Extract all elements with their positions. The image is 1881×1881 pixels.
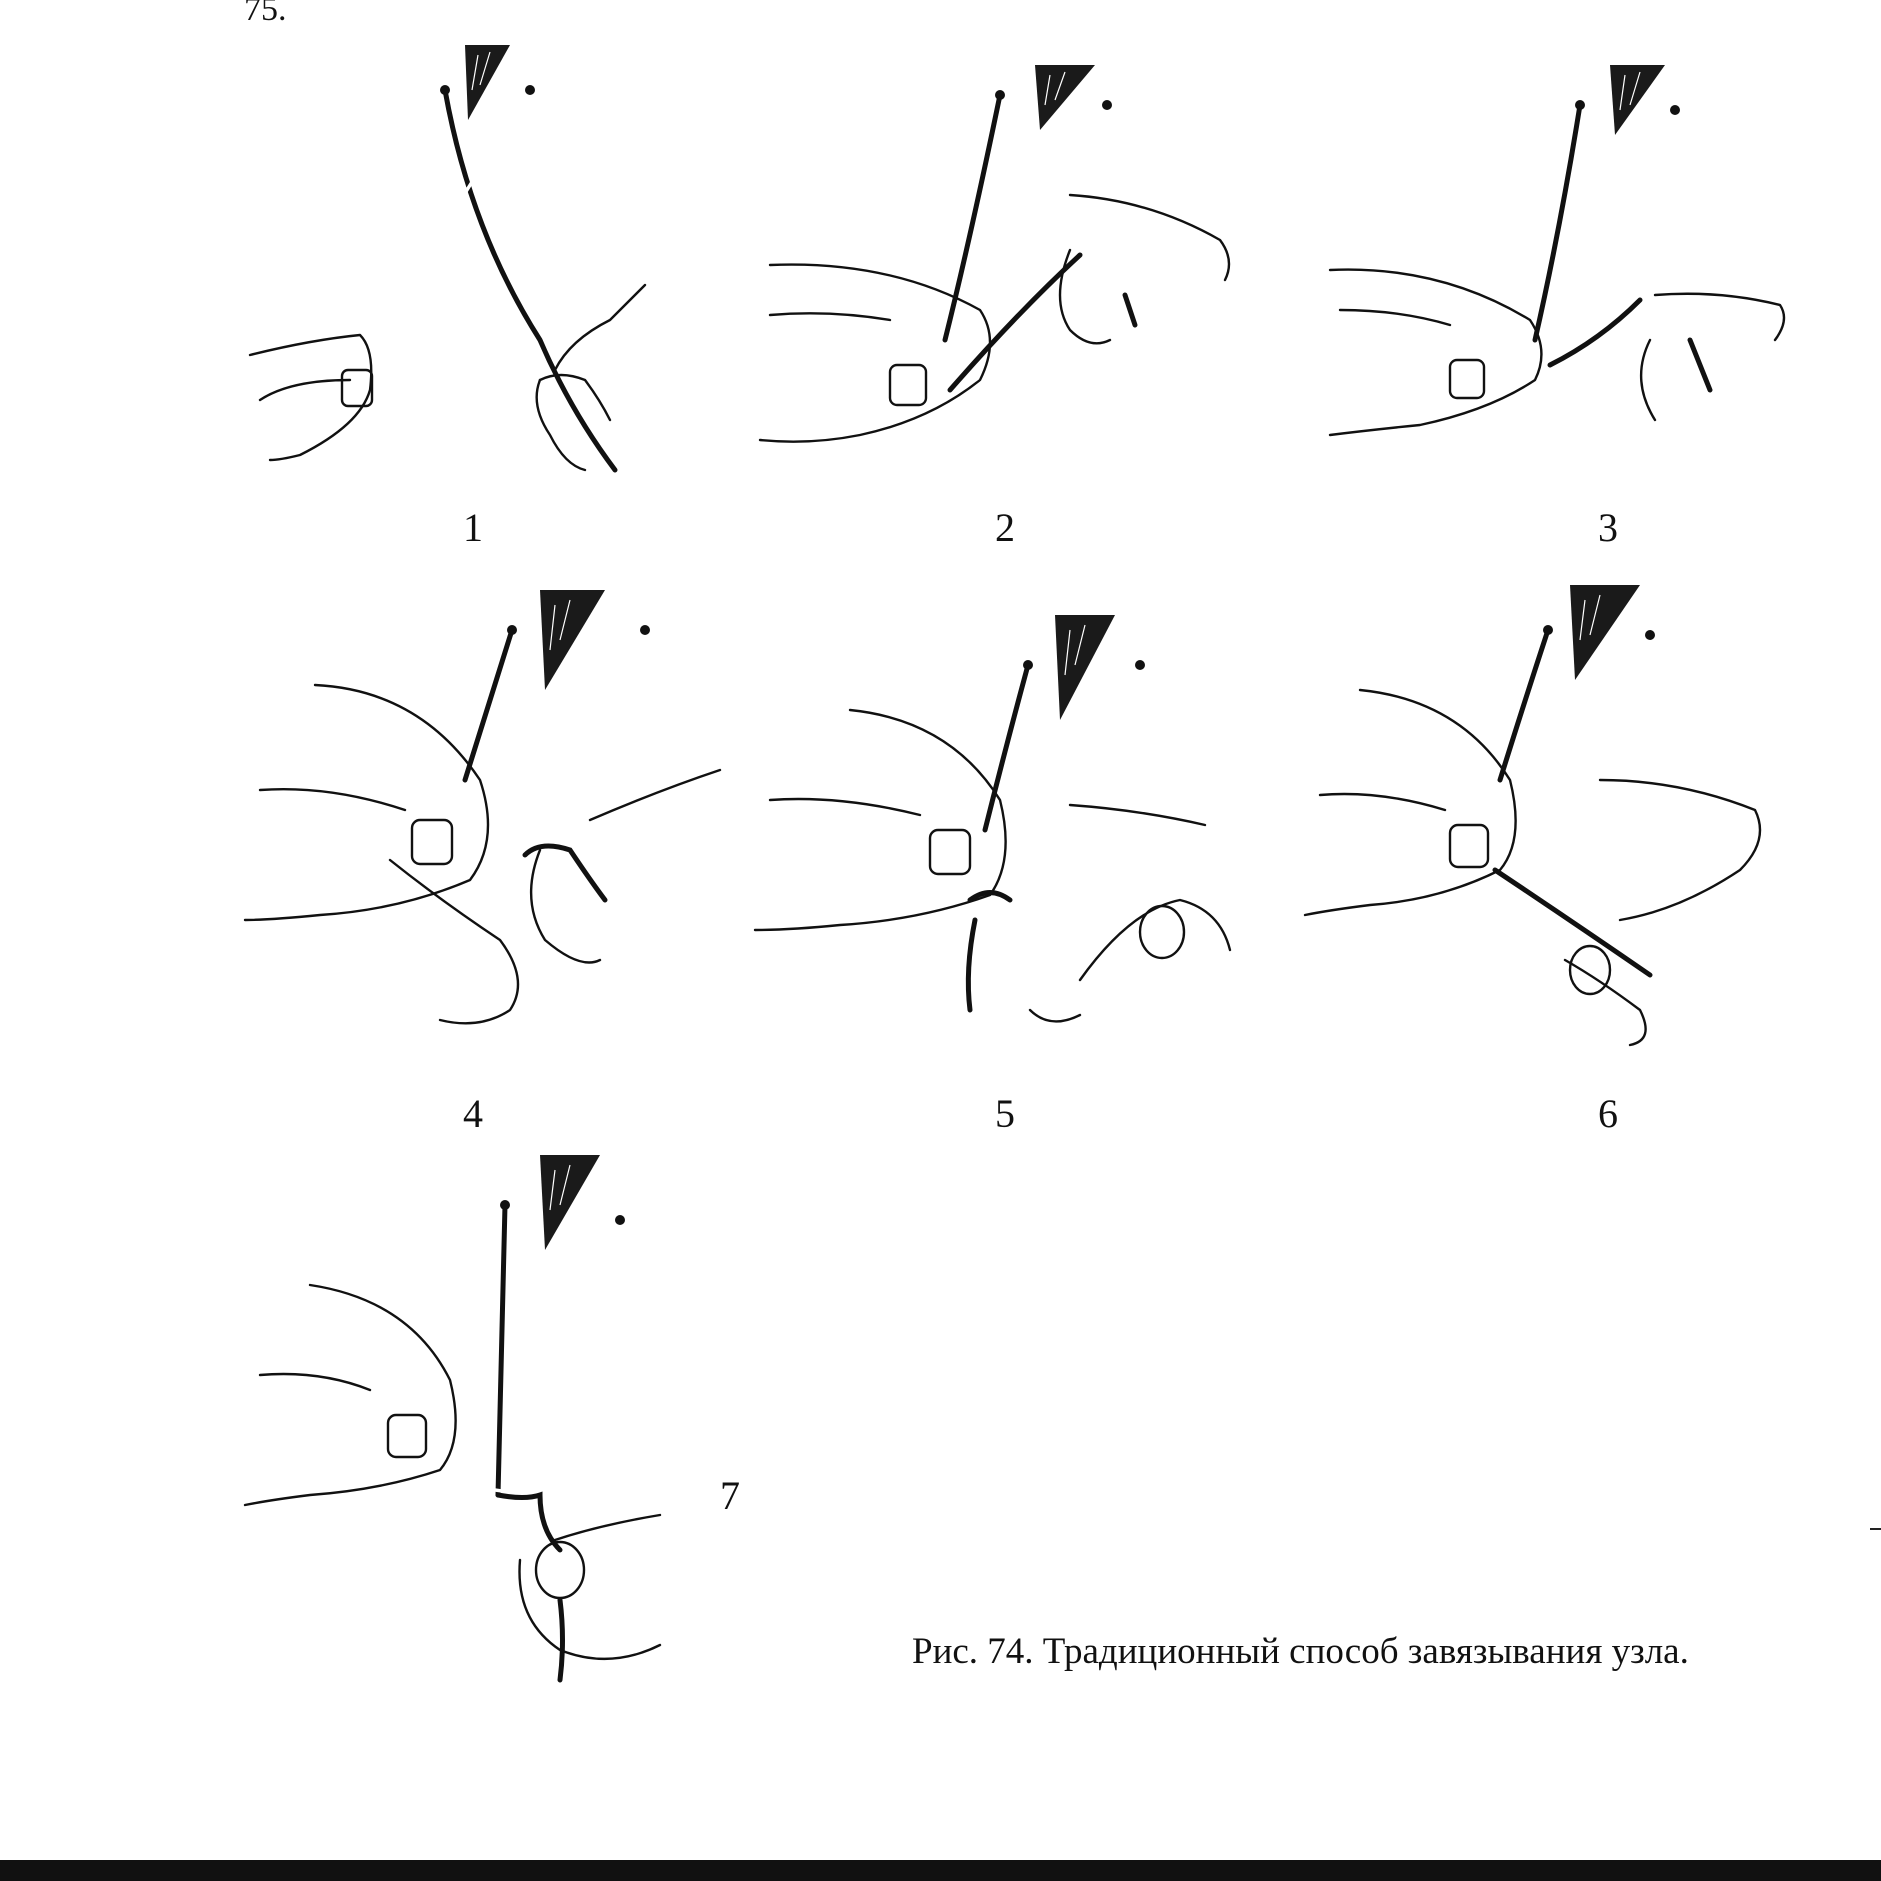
- hand-icon: [535, 283, 647, 472]
- suture-thread-icon: [462, 625, 650, 1002]
- step-5-illustration: [750, 610, 1250, 1050]
- edge-tick: [1870, 1528, 1881, 1530]
- step-label-7: 7: [720, 1473, 740, 1518]
- hand-icon: [243, 683, 520, 1025]
- hand-icon: [1028, 803, 1232, 1023]
- suture-thread-icon: [965, 660, 1145, 1013]
- bottom-rule: [0, 1860, 1881, 1881]
- tissue-wedge-icon: [540, 590, 605, 690]
- step-label-2: 2: [995, 505, 1015, 550]
- step-label-1: 1: [463, 505, 483, 550]
- hand-icon: [1563, 778, 1762, 1047]
- hand-icon: [518, 1513, 662, 1661]
- hand-icon: [1303, 688, 1517, 917]
- suture-thread-icon: [938, 90, 1112, 393]
- step-7-illustration: [240, 1150, 700, 1690]
- hand-icon: [758, 263, 992, 443]
- tissue-wedge-icon: [1610, 65, 1665, 135]
- hand-icon: [243, 1283, 457, 1507]
- tissue-wedge-icon: [540, 1155, 600, 1250]
- hand-icon: [530, 768, 722, 964]
- tissue-wedge-icon: [1035, 65, 1095, 130]
- hand-icon: [1640, 292, 1786, 422]
- hand-icon: [1058, 193, 1231, 345]
- step-1-illustration: [240, 40, 660, 480]
- suture-thread-icon: [413, 1200, 625, 1683]
- step-6-illustration: [1300, 580, 1800, 1050]
- hand-icon: [1328, 268, 1543, 437]
- step-label-5: 5: [995, 1091, 1015, 1136]
- hand-icon: [248, 333, 374, 462]
- hand-icon: [753, 708, 1007, 932]
- tissue-wedge-icon: [465, 45, 510, 120]
- tissue-wedge-icon: [1055, 615, 1115, 720]
- step-2-illustration: [750, 60, 1270, 480]
- step-3-illustration: [1320, 60, 1800, 480]
- step-label-3: 3: [1598, 505, 1618, 550]
- suture-thread-icon: [333, 85, 618, 473]
- suture-thread-icon: [1532, 100, 1680, 417]
- step-label-6: 6: [1598, 1091, 1618, 1136]
- tissue-wedge-icon: [1570, 585, 1640, 680]
- step-label-4: 4: [463, 1091, 483, 1136]
- step-4-illustration: [240, 580, 740, 1050]
- corner-mark: 75.: [244, 0, 287, 28]
- figure-caption: Рис. 74. Традиционный способ завязывания…: [912, 1631, 1689, 1672]
